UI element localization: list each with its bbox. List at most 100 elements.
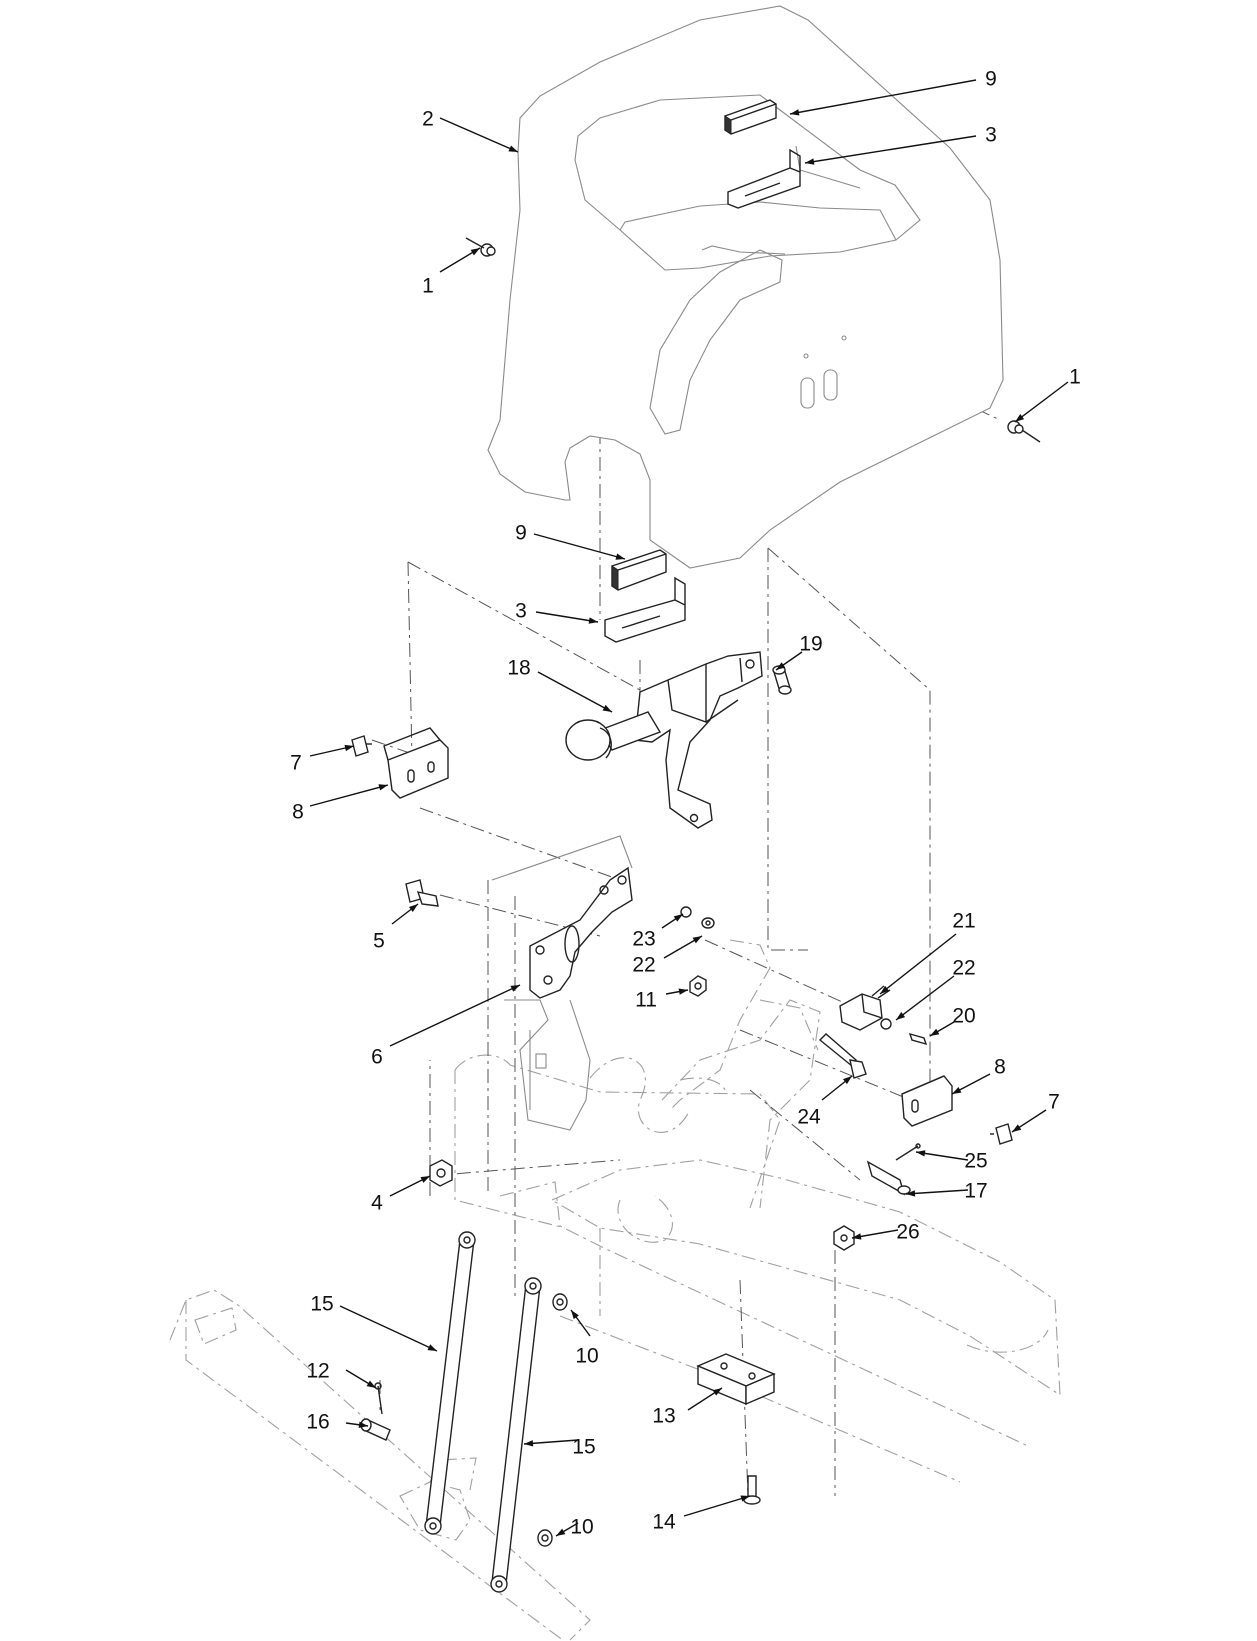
clevis-pin-right [866,1160,911,1196]
washer-upper [552,1293,568,1311]
callout-arrowhead [852,1233,862,1240]
callout-arrowhead [571,1310,579,1320]
callout-c-9a: 9 [789,68,997,116]
callout-arrowhead [673,914,683,922]
callout-number: 21 [952,910,975,933]
callout-c-1b: 1 [1014,366,1081,423]
callout-arrowhead [1015,414,1025,422]
callout-leader [895,975,955,1021]
callout-number: 8 [994,1056,1006,1079]
callout-arrowhead [344,744,354,752]
callout-c-5: 5 [373,903,419,953]
callout-c-14: 14 [652,1495,751,1534]
spacer-block [696,1353,776,1406]
callout-arrowhead [366,1380,376,1388]
callout-number: 9 [515,522,527,545]
mounting-plate [491,835,633,1131]
lock-nut [689,975,707,997]
callout-leader [339,1305,438,1352]
callout-leader [523,1439,579,1445]
callout-arrowhead [805,158,815,165]
callout-arrowhead [510,985,520,992]
callout-arrowhead [378,784,388,791]
callout-number: 18 [507,657,530,680]
callout-c-13: 13 [652,1387,723,1428]
callout-c-25: 25 [915,1150,988,1173]
callout-c-1a: 1 [422,247,481,298]
callout-number: 7 [1048,1091,1060,1114]
lever-handle [565,651,763,829]
bumper-pad-upper [724,99,777,135]
callout-leader [683,1495,751,1517]
callout-c-2: 2 [422,108,519,153]
callout-number: 22 [952,957,975,980]
bracket-upper [727,148,801,209]
callout-arrowhead [776,662,786,670]
hex-bolt [405,879,439,907]
clevis-pin-left [360,1418,391,1441]
callout-arrowhead [952,1086,962,1094]
cotter-pin-left [374,1382,383,1415]
callout-number: 12 [306,1360,329,1383]
callout-number: 20 [952,1005,975,1028]
callout-arrowhead [556,1528,566,1536]
push-pin-right [1007,420,1041,443]
interlock-switch [839,985,928,1046]
flange-nut [429,1159,453,1187]
callout-number: 7 [290,752,302,775]
carriage-screw [743,1475,761,1505]
callout-leader [535,611,599,623]
callout-number: 22 [632,954,655,977]
callout-number: 14 [652,1511,676,1534]
bumper-pad-lower [611,549,667,591]
callout-arrowhead [420,1176,430,1183]
callout-arrowhead [358,1421,368,1428]
callout-c-21: 21 [879,910,976,995]
callout-number: 25 [964,1150,987,1173]
callout-arrowhead [712,1388,722,1396]
callout-c-7b: 7 [1011,1091,1060,1133]
callout-c-20: 20 [929,1005,976,1037]
callout-number: 3 [985,124,997,147]
callout-number: 19 [799,633,822,656]
callout-c-10b: 10 [555,1516,594,1539]
callout-c-6: 6 [371,984,521,1069]
callout-arrowhead [524,1440,534,1447]
callout-number: 5 [373,930,385,953]
callout-number: 10 [570,1516,593,1539]
callout-leader [1014,381,1069,423]
washer-lower [537,1529,553,1547]
angle-bracket-right [901,1075,953,1127]
callout-c-22b: 22 [895,957,976,1021]
callout-arrowhead [692,936,702,944]
callout-c-8b: 8 [951,1056,1006,1095]
callout-c-18: 18 [507,657,613,713]
callout-c-10a: 10 [570,1309,599,1368]
callout-arrowhead [588,617,598,624]
callout-leader [439,117,519,153]
flange-bolt-upper [351,735,372,757]
callout-arrowhead [930,1028,940,1036]
spacer [772,665,792,695]
callout-leader [533,533,626,560]
callout-number: 4 [371,1192,383,1215]
callout-c-12: 12 [306,1360,377,1389]
callout-arrowhead [508,145,518,152]
hex-nut [833,1225,855,1251]
callout-number: 1 [422,275,434,298]
callout-c-7a: 7 [290,744,355,775]
callout-number: 24 [797,1106,821,1129]
bracket-lower [604,576,686,643]
callout-number: 17 [964,1180,987,1203]
callout-number: 10 [575,1345,598,1368]
callout-c-11: 11 [635,988,689,1012]
callout-number: 13 [652,1405,675,1428]
callout-number: 3 [515,600,527,623]
callout-number: 1 [1069,366,1081,389]
callout-number: 2 [422,108,434,131]
callout-leader [537,671,613,713]
callout-number: 15 [572,1436,595,1459]
callout-c-22a: 22 [632,935,703,977]
callout-arrowhead [790,109,800,116]
